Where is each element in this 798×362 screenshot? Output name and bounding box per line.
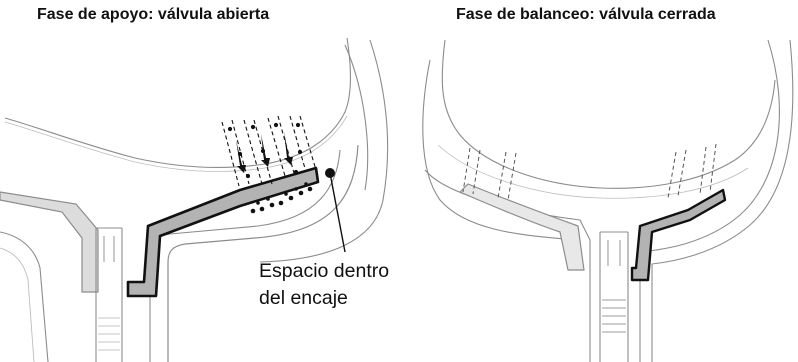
liner-lower2-left <box>0 247 35 362</box>
channel-droplets-left <box>227 122 303 179</box>
residual-limb-inner-outline-left <box>4 115 348 172</box>
panel-title-swing: Fase de balanceo: válvula cerrada <box>456 6 716 23</box>
panel-title-stance: Fase de apoyo: válvula abierta <box>37 6 270 23</box>
left-panel <box>0 37 389 362</box>
residual-limb-inner-outline-right <box>437 144 749 199</box>
liner-right-a <box>458 183 585 271</box>
residual-limb-outline-left <box>4 37 352 168</box>
callout-leader <box>329 172 346 253</box>
adapter-stem-left <box>103 236 115 262</box>
socket-right-rim <box>639 39 780 362</box>
residual-limb-outline-right <box>441 39 776 189</box>
callout-label-line1: Espacio dentro <box>259 260 390 282</box>
socket-wall-outer-left <box>167 144 359 362</box>
socket-right-rim2 <box>651 39 794 362</box>
air-channels-right <box>462 143 717 201</box>
socket-top-rim-left <box>344 44 369 191</box>
valve-flap-left <box>126 166 320 298</box>
droplets-left <box>250 182 313 214</box>
socket-wall-outer-right <box>424 169 591 362</box>
socket-top-rim2-left <box>259 39 389 263</box>
right-panel <box>422 39 794 362</box>
adapter-thread-left <box>98 317 120 351</box>
callout-label-line2: del encaje <box>259 287 348 309</box>
valve-flap-right <box>630 188 727 282</box>
flow-arrows-left <box>236 132 293 173</box>
adapter-pin-left <box>95 227 123 362</box>
adapter-pin-right <box>599 231 629 362</box>
adapter-thread-right <box>602 299 626 333</box>
adapter-stem-right <box>607 240 621 266</box>
liner-lower-left <box>0 231 49 362</box>
socket-wall-inner-right <box>422 59 576 241</box>
liner-left <box>0 191 99 293</box>
